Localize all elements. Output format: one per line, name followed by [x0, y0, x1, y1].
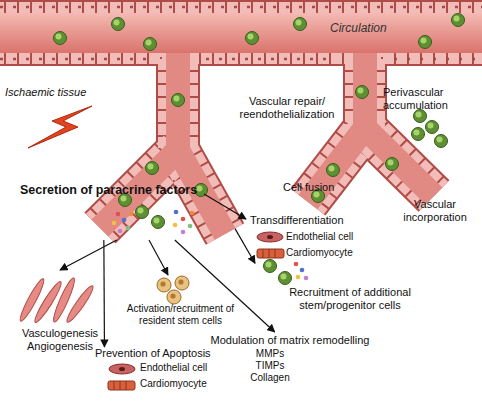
node-text: Endothelial cell	[140, 362, 230, 374]
resident-stem-cells	[157, 276, 189, 304]
node-heading: Recruitment of additional stem/progenito…	[275, 286, 425, 311]
node-text: Collagen	[245, 372, 295, 384]
node-heading: Activation/recruitment of resident stem …	[118, 303, 243, 326]
effect-arrow	[175, 240, 275, 332]
annotation-label: Ischaemic tissue	[5, 86, 115, 99]
node-heading: Vasculogenesis Angiogenesis	[18, 327, 102, 352]
effect-arrow	[149, 240, 168, 275]
node-heading: Transdifferentiation	[250, 214, 358, 227]
node-text: MMPs	[245, 348, 295, 360]
vessel-wall	[0, 33, 482, 234]
text-group-node: Activation/recruitment of resident stem …	[118, 275, 243, 327]
node-heading: Modulation of matrix remodelling	[205, 334, 375, 347]
vessel-lumen	[0, 33, 482, 234]
effect-arrow	[103, 240, 105, 347]
transdifferentiation-arrow	[204, 194, 246, 219]
node-heading: Prevention of Apoptosis	[95, 347, 230, 360]
node-text: TIMPs	[245, 360, 295, 372]
effect-arrow	[235, 229, 255, 264]
text-group-node: Modulation of matrix remodellingMMPsTIMP…	[205, 332, 375, 387]
node-heading: Secretion of paracrine factors	[20, 183, 235, 197]
annotation-label: Vascular repair/ reendothelialization	[228, 95, 346, 120]
annotation-label: Perivascular accumulation	[383, 86, 468, 111]
node-text: Cardiomyocyte	[286, 247, 358, 259]
text-group-node: Recruitment of additional stem/progenito…	[255, 255, 425, 310]
recruited-cells	[264, 260, 309, 285]
ischaemia-bolt	[28, 106, 92, 148]
annotation-label: Cell fusion	[283, 181, 353, 194]
vessel-outline	[0, 33, 482, 234]
node-text: Endothelial cell	[286, 231, 358, 243]
paracrine-cluster	[112, 206, 195, 235]
effect-arrow	[60, 240, 117, 270]
annotation-label: Vascular incorporation	[395, 198, 475, 223]
text-group-node: Vasculogenesis Angiogenesis	[15, 270, 105, 355]
node-text: Cardiomyocyte	[140, 378, 230, 390]
new-vessels	[17, 276, 96, 324]
text-group-node: TransdifferentiationEndothelial cellCard…	[248, 212, 358, 264]
annotation-label: Circulation	[330, 22, 410, 36]
text-group-node: Secretion of paracrine factors	[20, 183, 235, 240]
text-group-node: Prevention of ApoptosisEndothelial cellC…	[95, 347, 230, 393]
